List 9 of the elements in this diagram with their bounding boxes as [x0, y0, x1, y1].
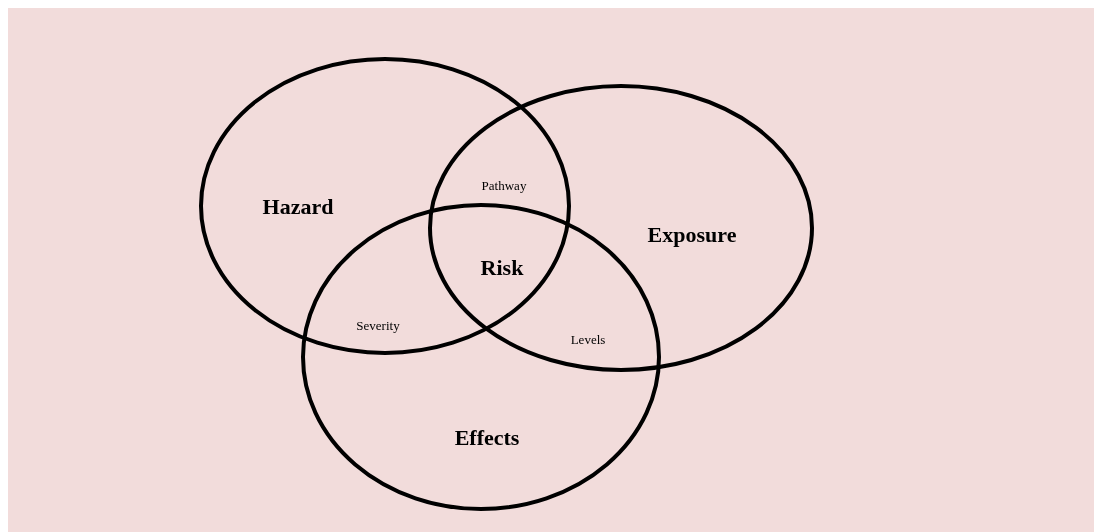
set-label: Exposure [647, 222, 737, 248]
venn-ellipse [428, 84, 814, 372]
overlap-label: Severity [356, 318, 400, 334]
venn-ellipse [199, 57, 571, 355]
intersection-label: Risk [480, 255, 524, 281]
set-label: Hazard [262, 194, 334, 220]
overlap-label: Levels [570, 332, 606, 348]
overlap-label: Pathway [481, 178, 527, 194]
set-label: Effects [454, 425, 520, 451]
